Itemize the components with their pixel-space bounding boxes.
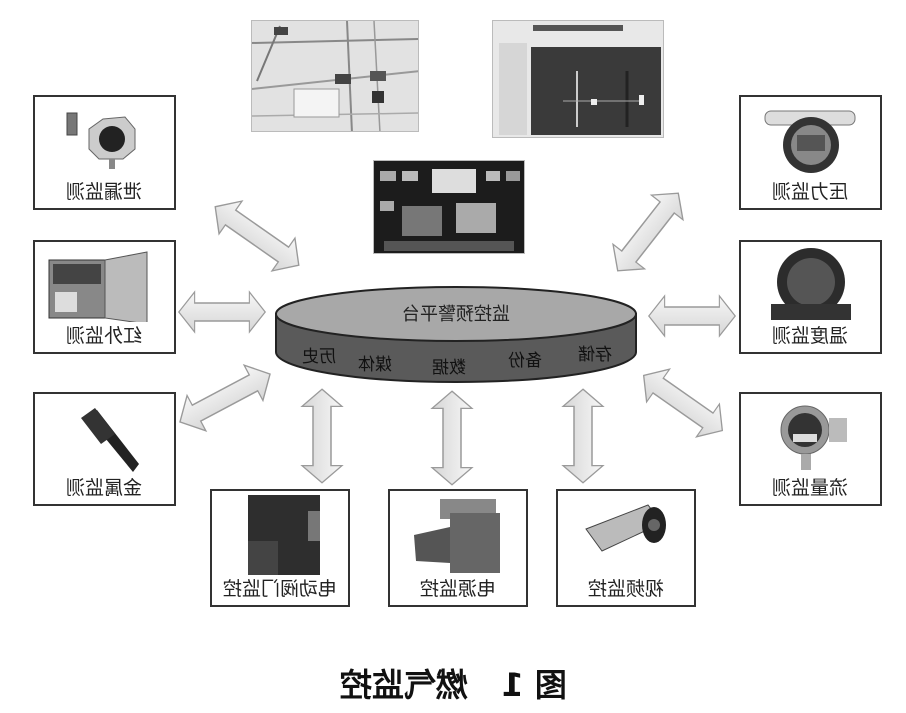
temperature-transmitter-icon bbox=[771, 248, 851, 320]
platform-function-storage: 存储 bbox=[578, 345, 612, 365]
platform-title: 监控预警平台 bbox=[402, 304, 510, 325]
scada-screenshot-image bbox=[492, 20, 664, 138]
alarm-panel-icon bbox=[48, 251, 148, 322]
metal-detector-wand-icon bbox=[81, 408, 139, 472]
electric-valve-icon bbox=[248, 495, 320, 575]
device-box-valve: 电动阀门监控 bbox=[210, 489, 350, 607]
arrow-flow bbox=[631, 358, 735, 448]
power-cabinet-icon bbox=[414, 499, 500, 573]
device-box-infrared: 红外监测 bbox=[33, 240, 176, 354]
arrow-infrared bbox=[178, 291, 266, 333]
arrow-valve bbox=[301, 388, 343, 484]
platform-function-media: 媒体 bbox=[358, 355, 392, 375]
device-box-leak: 泄漏监测 bbox=[33, 95, 176, 210]
arrow-leak bbox=[203, 189, 311, 283]
device-box-pressure: 压力监测 bbox=[739, 95, 882, 210]
platform-cylinder bbox=[275, 286, 637, 383]
flow-meter-icon bbox=[780, 405, 847, 470]
device-box-video: 视频监控 bbox=[556, 489, 696, 607]
device-box-temperature: 温度监测 bbox=[739, 240, 882, 354]
platform-function-data: 数据 bbox=[432, 358, 466, 378]
control-room-image bbox=[373, 160, 525, 254]
figure-number: 图 1 bbox=[501, 666, 567, 704]
arrow-video bbox=[562, 388, 604, 484]
figure-caption: 图 1 燃气监控 bbox=[0, 660, 906, 706]
figure-title: 燃气监控 bbox=[339, 666, 468, 704]
security-camera-icon bbox=[585, 504, 666, 552]
device-box-metal: 金属监测 bbox=[33, 392, 176, 506]
pressure-transmitter-icon bbox=[764, 110, 856, 173]
arrow-pressure bbox=[601, 180, 695, 284]
arrow-power bbox=[431, 390, 473, 486]
platform-function-history: 历史 bbox=[302, 347, 336, 367]
map-screenshot-image bbox=[251, 20, 419, 132]
arrow-temperature bbox=[648, 295, 736, 337]
device-box-flow: 流量监测 bbox=[739, 392, 882, 506]
arrow-metal bbox=[169, 355, 281, 441]
gas-detector-icon bbox=[66, 112, 136, 169]
device-box-power: 电源监控 bbox=[388, 489, 528, 607]
platform-function-backup: 备份 bbox=[508, 351, 542, 371]
